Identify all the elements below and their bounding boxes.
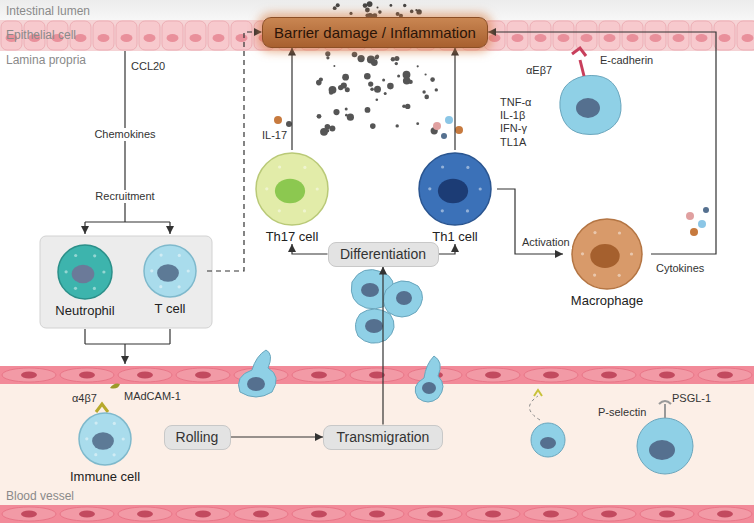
migrating-cells	[239, 350, 694, 474]
connector-arrow	[454, 48, 455, 151]
box-text: Rolling	[176, 429, 219, 445]
cytokine-label: IL-17	[262, 129, 287, 142]
region-label: Blood vessel	[6, 489, 74, 503]
connector-arrow	[439, 244, 456, 254]
cell-label: Th1 cell	[413, 229, 497, 244]
cell-outline	[416, 150, 494, 228]
integrin-label: αEβ7	[526, 64, 552, 77]
box-text: Differentiation	[340, 246, 426, 262]
cell-cluster	[351, 270, 422, 344]
madcam-ligand	[110, 384, 120, 389]
cell-outline	[253, 150, 331, 228]
neutrophil-cell: Neutrophil	[48, 242, 122, 318]
ligand-label: P-selectin	[598, 406, 646, 419]
process-box: Transmigration	[323, 425, 443, 450]
macrophage-cell: Macrophage	[563, 216, 651, 308]
th1-cell: Th1 cell	[413, 150, 497, 244]
cell-label: Th17 cell	[250, 229, 334, 244]
cell-label: Neutrophil	[48, 303, 122, 318]
cell-outline	[569, 216, 645, 292]
connector-arrow	[291, 48, 292, 151]
edge-label: Cytokines	[654, 262, 706, 275]
recruited-cells-group	[40, 236, 212, 328]
region-label: Lamina propria	[6, 53, 86, 67]
integrin-label: α4β7	[72, 392, 97, 405]
vessel-wall-bottom	[0, 505, 754, 523]
cell-outline	[55, 242, 115, 302]
cytokine-dots	[274, 116, 709, 236]
connector-arrow	[292, 244, 328, 254]
cell-label: Macrophage	[563, 293, 651, 308]
vessel-lumen	[0, 384, 754, 505]
cell-outline	[141, 242, 199, 300]
edge-label: Activation	[520, 236, 572, 249]
integrin-receptor	[96, 404, 108, 412]
process-note: Chemokines	[92, 128, 157, 141]
cell-outline	[76, 410, 134, 468]
ligand-label: MAdCAM-1	[124, 390, 181, 403]
immune-cell: Immune cell	[57, 410, 153, 484]
cytokine-list: TNF-α IL-1β IFN-γ TL1A	[500, 96, 544, 149]
connector-arrow	[207, 32, 262, 271]
process-box: Rolling	[164, 425, 231, 450]
ligand-label: PSGL-1	[672, 392, 711, 405]
region-label: Epithelial cell	[6, 28, 76, 42]
process-box: Differentiation	[328, 242, 439, 267]
cell-label: T cell	[133, 301, 207, 316]
outcome-box: Barrier damage / Inflammation	[262, 17, 488, 48]
vessel-wall-top	[0, 366, 754, 384]
endothelial-cells	[2, 368, 752, 521]
t-cell: T cell	[133, 242, 207, 316]
connector-arrow	[382, 267, 383, 425]
chemokine-label: CCL20	[131, 60, 165, 73]
cell-label: Immune cell	[57, 469, 153, 484]
th17-cell: Th17 cell	[250, 150, 334, 244]
process-note: Recruitment	[93, 190, 156, 203]
ligand-label: E-cadherin	[600, 54, 653, 67]
box-text: Transmigration	[337, 429, 430, 445]
region-label: Intestinal lumen	[6, 4, 90, 18]
box-text: Barrier damage / Inflammation	[274, 24, 476, 41]
connector-arrow	[231, 436, 324, 437]
